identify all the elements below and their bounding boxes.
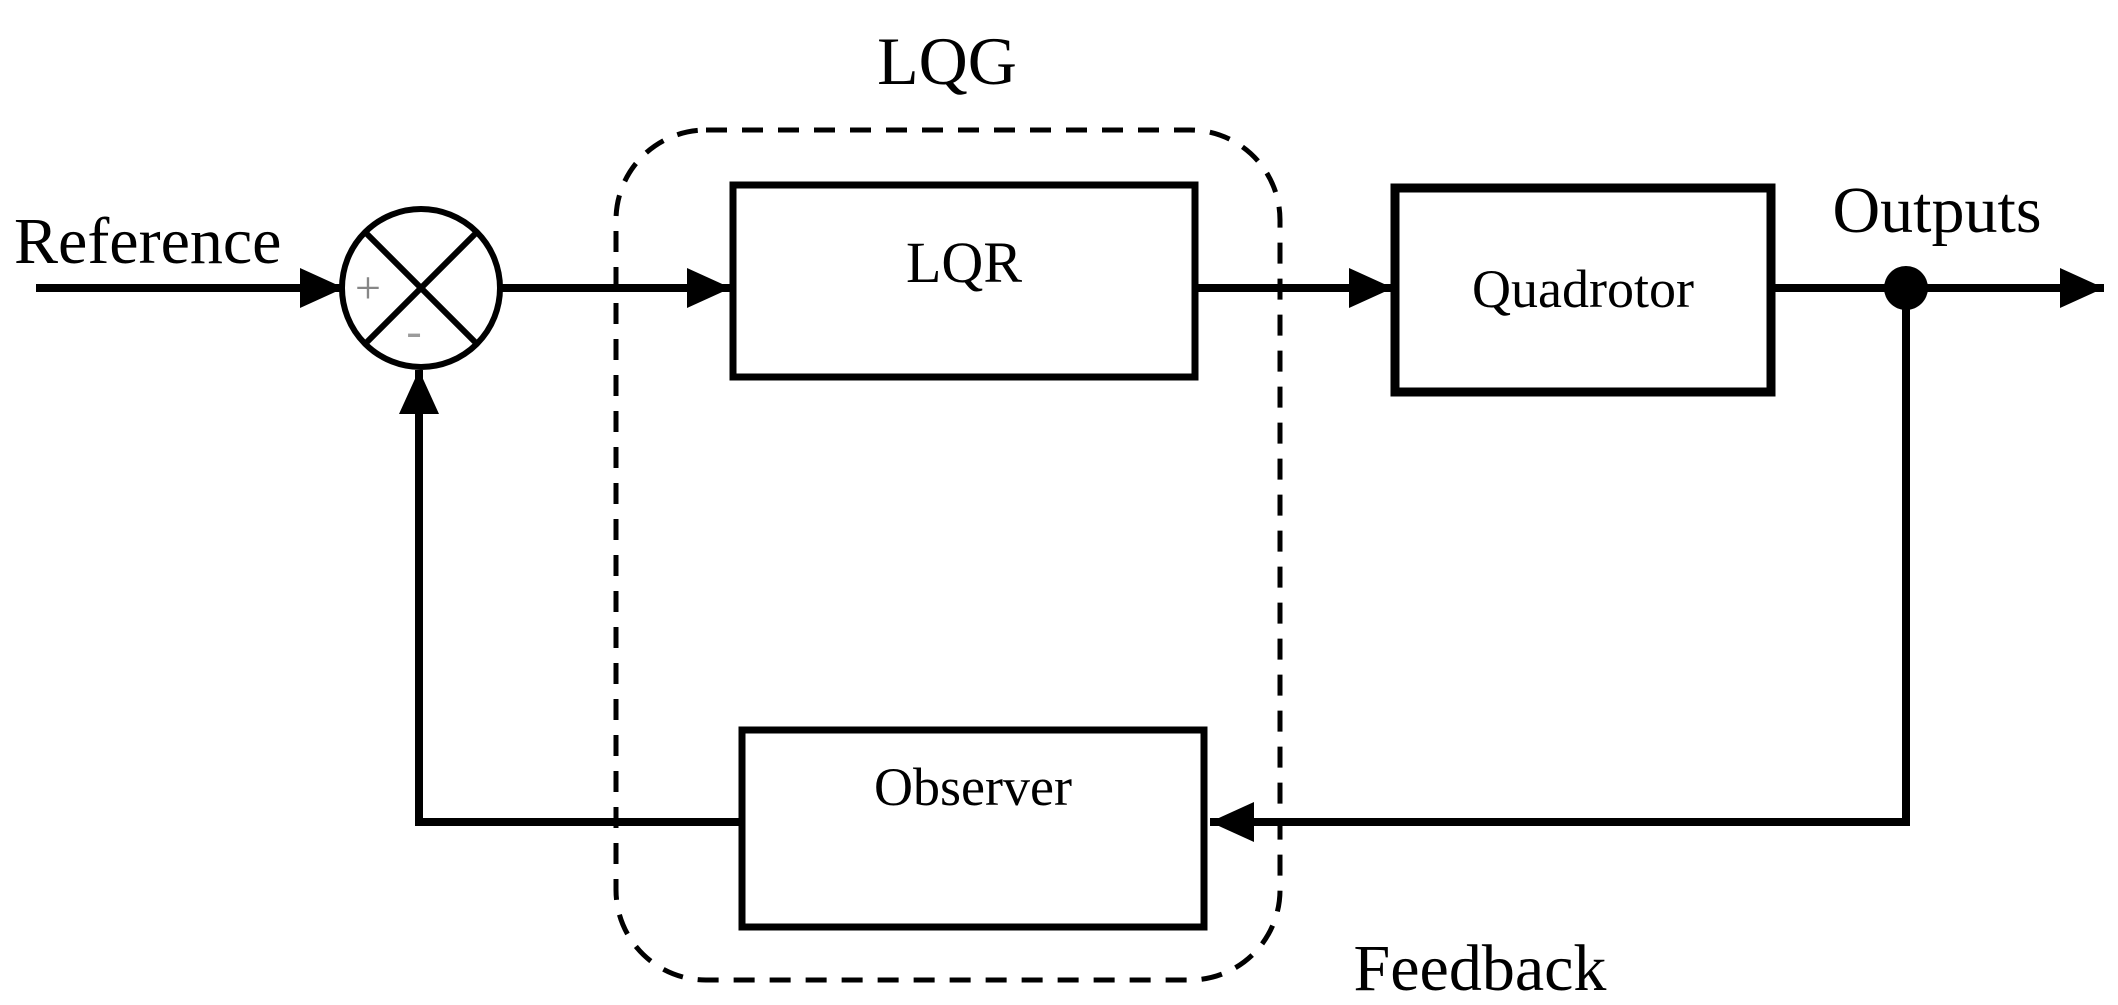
observer-block — [738, 726, 1208, 931]
quadrotor-label: Quadrotor — [1472, 259, 1694, 319]
plus-sign: + — [355, 262, 381, 313]
summing-junction-cross-line — [362, 229, 480, 347]
observer-label: Observer — [874, 757, 1072, 817]
feedback-label: Feedback — [1354, 932, 1607, 1005]
lqg-dashed-container — [613, 127, 1283, 983]
quadrotor-block — [1390, 183, 1776, 397]
lqr-label: LQR — [906, 230, 1022, 295]
feedback-to-observer-arrow — [1210, 288, 1910, 842]
summing-junction: + - — [339, 206, 503, 370]
outputs-label: Outputs — [1832, 174, 2041, 247]
lqg-title: LQG — [877, 23, 1017, 99]
minus-sign: - — [406, 305, 421, 356]
lqr-block — [729, 181, 1199, 381]
observer-to-sum-arrow — [399, 370, 742, 826]
branch-dot — [1884, 266, 1928, 310]
reference-label: Reference — [14, 205, 281, 278]
